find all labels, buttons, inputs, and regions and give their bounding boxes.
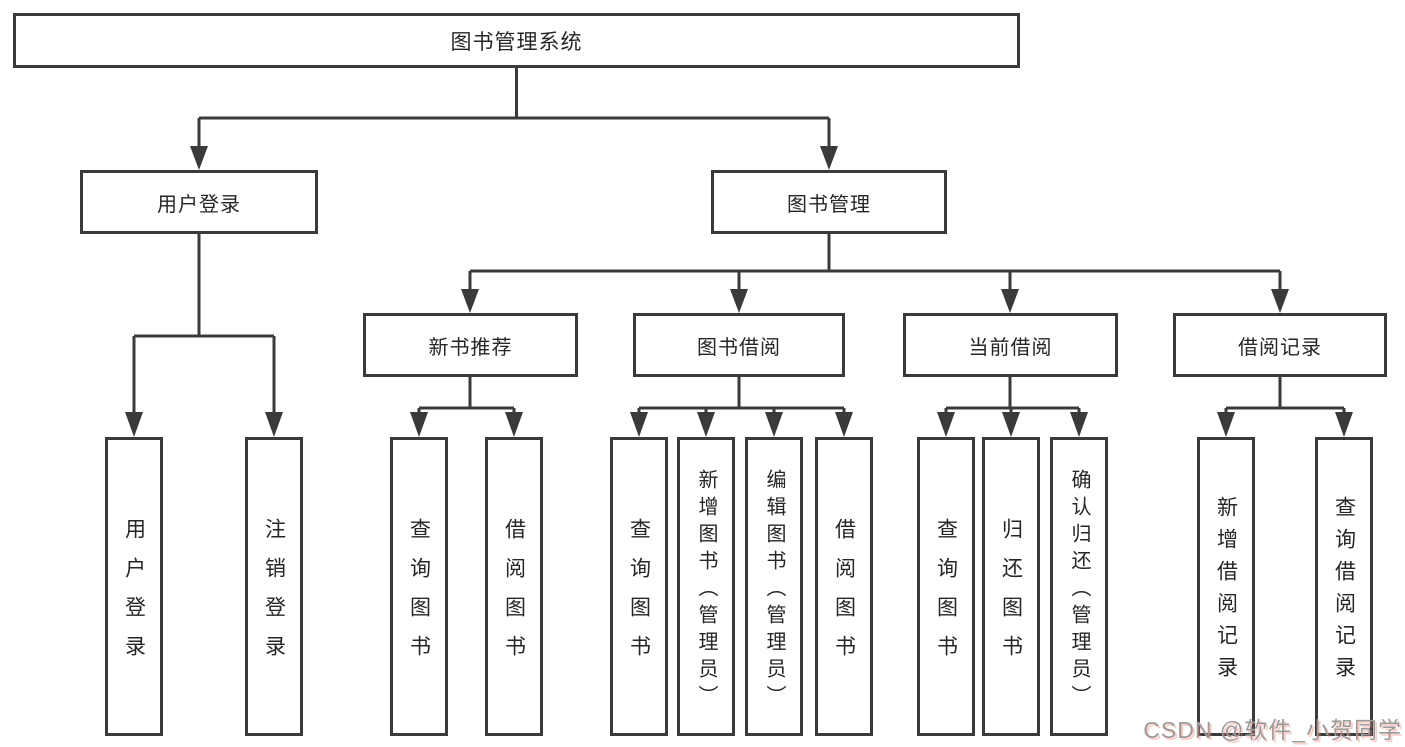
leaf-borrow-books: 借阅图书 <box>815 437 873 736</box>
leaf-return-books-label: 归还图书 <box>999 517 1023 674</box>
node-book-borrow: 图书借阅 <box>633 313 845 377</box>
root-node-label: 图书管理系统 <box>450 30 583 54</box>
leaf-confirm-return-admin: 确认归还（管理员） <box>1050 437 1108 736</box>
node-new-book-recommend-label: 新书推荐 <box>428 336 513 359</box>
leaf-logout: 注销登录 <box>245 437 303 736</box>
node-new-book-recommend: 新书推荐 <box>363 313 578 377</box>
leaf-borrow-books-recommend: 借阅图书 <box>485 437 543 736</box>
node-borrow-records: 借阅记录 <box>1173 313 1387 377</box>
node-book-borrow-label: 图书借阅 <box>697 336 781 359</box>
leaf-edit-books-admin-label: 编辑图书（管理员） <box>763 468 785 712</box>
node-user-login-label: 用户登录 <box>157 193 241 216</box>
node-book-management: 图书管理 <box>711 170 947 234</box>
node-borrow-records-label: 借阅记录 <box>1238 336 1322 359</box>
leaf-query-books-recommend-label: 查询图书 <box>407 517 431 674</box>
leaf-logout-label: 注销登录 <box>262 517 286 674</box>
leaf-query-books-current-label: 查询图书 <box>934 517 958 674</box>
leaf-return-books: 归还图书 <box>982 437 1040 736</box>
leaf-query-borrow-record: 查询借阅记录 <box>1315 437 1373 736</box>
leaf-query-borrow-record-label: 查询借阅记录 <box>1332 496 1356 688</box>
arrowheads <box>125 146 1353 437</box>
leaf-borrow-books-label: 借阅图书 <box>832 517 856 674</box>
leaf-user-login: 用户登录 <box>105 437 163 736</box>
leaf-borrow-books-recommend-label: 借阅图书 <box>502 517 526 674</box>
node-user-login: 用户登录 <box>80 170 318 234</box>
leaf-add-borrow-record: 新增借阅记录 <box>1197 437 1255 736</box>
leaf-confirm-return-admin-label: 确认归还（管理员） <box>1068 468 1090 712</box>
leaf-user-login-label: 用户登录 <box>122 517 146 674</box>
node-book-management-label: 图书管理 <box>787 193 871 216</box>
leaf-query-books-borrow: 查询图书 <box>610 437 668 736</box>
leaf-edit-books-admin: 编辑图书（管理员） <box>745 437 803 736</box>
node-current-borrow: 当前借阅 <box>903 313 1118 377</box>
leaf-add-books-admin-label: 新增图书（管理员） <box>695 468 717 712</box>
leaf-query-books-current: 查询图书 <box>917 437 975 736</box>
leaf-query-books-recommend: 查询图书 <box>390 437 448 736</box>
leaf-add-books-admin: 新增图书（管理员） <box>677 437 735 736</box>
csdn-watermark: CSDN @软件_小贺同学 <box>1143 717 1402 743</box>
leaf-query-books-borrow-label: 查询图书 <box>627 517 651 674</box>
leaf-add-borrow-record-label: 新增借阅记录 <box>1214 496 1238 688</box>
root-node-library-management-system: 图书管理系统 <box>13 13 1020 68</box>
node-current-borrow-label: 当前借阅 <box>968 336 1053 359</box>
